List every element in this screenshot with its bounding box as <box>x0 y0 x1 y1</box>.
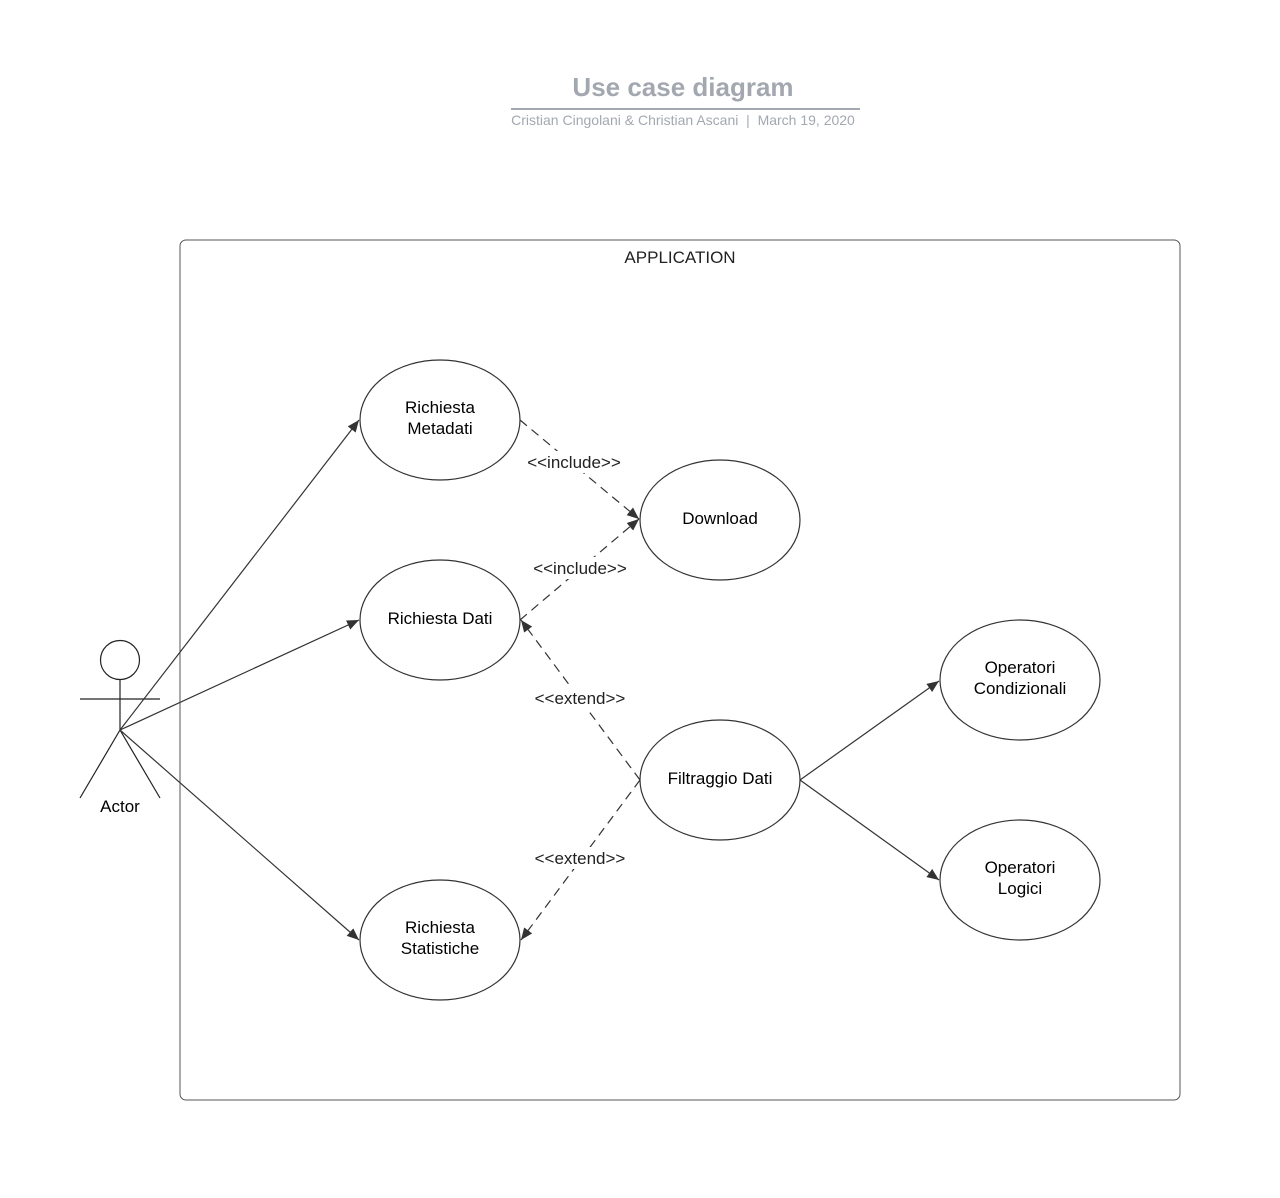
label-bg <box>530 687 630 709</box>
diagram-subtitle: Cristian Cingolani & Christian Ascani | … <box>0 112 1280 128</box>
diagram-date: March 19, 2020 <box>757 112 855 128</box>
actor-right-leg <box>119 729 161 799</box>
use-case-richiesta-dati[interactable]: Richiesta Dati <box>359 559 521 681</box>
extend-filtraggio-dati <box>520 619 641 781</box>
diagram-title: Use case diagram <box>572 72 794 102</box>
title-underline <box>511 108 860 110</box>
extend-label-dati: <<extend>> <box>535 689 626 708</box>
extend-filtraggio-statistiche <box>520 779 641 941</box>
use-case-ellipse <box>639 719 801 841</box>
use-case-ellipse <box>939 619 1101 741</box>
use-case-operatori-logici[interactable]: Operatori Logici <box>939 819 1101 941</box>
assoc-filtraggio-condizionali <box>799 680 940 781</box>
use-case-label: Statistiche <box>401 939 479 958</box>
system-label: APPLICATION <box>624 248 735 267</box>
assoc-actor-dati <box>119 619 360 731</box>
use-case-filtraggio-dati[interactable]: Filtraggio Dati <box>639 719 801 841</box>
use-case-label: Richiesta <box>405 398 475 417</box>
use-case-label: Filtraggio Dati <box>668 769 773 788</box>
use-case-richiesta-statistiche[interactable]: Richiesta Statistiche <box>359 879 521 1001</box>
actor-label: Actor <box>100 797 140 816</box>
label-bg <box>522 451 626 473</box>
actor-left-leg <box>79 729 121 799</box>
use-case-ellipse <box>359 879 521 1001</box>
use-case-label: Richiesta Dati <box>388 609 493 628</box>
actor-head <box>99 639 141 681</box>
use-case-ellipse <box>359 359 521 481</box>
assoc-filtraggio-logici <box>799 779 940 881</box>
use-case-ellipse <box>939 819 1101 941</box>
include-label-metadati: <<include>> <box>527 453 621 472</box>
use-case-richiesta-metadati[interactable]: Richiesta Metadati <box>359 359 521 481</box>
assoc-actor-statistiche <box>119 729 360 941</box>
use-case-label: Logici <box>998 879 1042 898</box>
label-bg <box>528 557 632 579</box>
assoc-actor-metadati <box>119 419 360 731</box>
use-case-label: Operatori <box>985 858 1056 877</box>
use-case-label: Condizionali <box>974 679 1067 698</box>
use-case-label: Operatori <box>985 658 1056 677</box>
subtitle-separator: | <box>746 112 750 128</box>
use-case-label: Download <box>682 509 758 528</box>
use-case-ellipse <box>639 459 801 581</box>
system-boundary <box>179 239 1181 1101</box>
use-case-label: Metadati <box>407 419 472 438</box>
use-case-operatori-condizionali[interactable]: Operatori Condizionali <box>939 619 1101 741</box>
use-case-download[interactable]: Download <box>639 459 801 581</box>
use-case-label: Richiesta <box>405 918 475 937</box>
authors: Cristian Cingolani & Christian Ascani <box>511 112 739 128</box>
include-label-dati: <<include>> <box>533 559 627 578</box>
extend-label-statistiche: <<extend>> <box>535 849 626 868</box>
actor[interactable]: Actor <box>79 639 161 817</box>
use-case-ellipse <box>359 559 521 681</box>
label-bg <box>530 847 630 869</box>
